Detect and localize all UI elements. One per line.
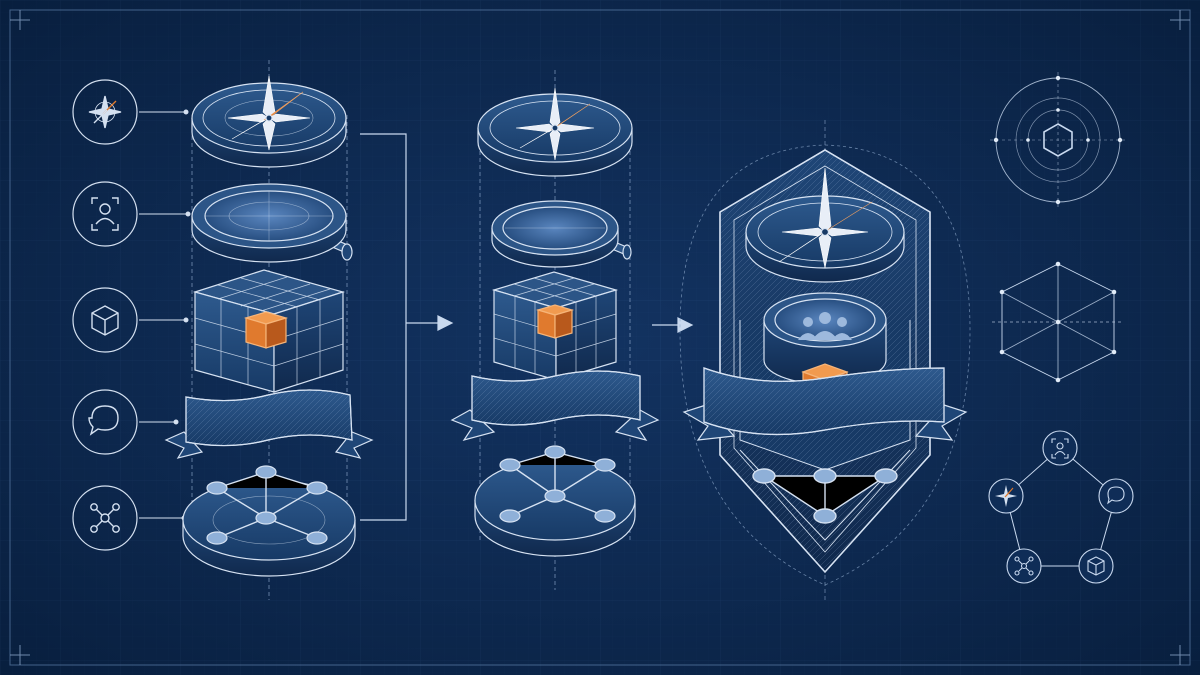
connector-2 (652, 317, 694, 333)
grid-cube-stacked (491, 271, 619, 381)
emblem-network (739, 449, 911, 541)
left-icon-column (72, 79, 191, 551)
speech-bubble-icon (72, 389, 138, 455)
hexagon-target (990, 72, 1126, 208)
people-group-icon (798, 312, 852, 340)
product-core-cube (243, 311, 289, 349)
node-network-platform (182, 465, 356, 577)
emblem-ribbon (682, 367, 968, 441)
ribbon-banner (164, 389, 374, 459)
product-core-cube-stacked (535, 304, 575, 339)
user-frame-icon (72, 181, 138, 247)
emblem-lens (763, 292, 887, 385)
magnifier-lens-stacked (491, 200, 632, 268)
bracket-connector-1 (360, 133, 454, 521)
arrow-right-icon (437, 315, 454, 331)
stage-assembled-emblem (679, 120, 971, 600)
compass-disc-stacked (477, 87, 633, 177)
ribbon-banner-stacked (450, 370, 660, 441)
cycle-speech-bubble-icon (1098, 478, 1134, 514)
network-nodes-icon (72, 485, 138, 551)
frame-border (9, 9, 1191, 666)
pentagon-icon-cycle (988, 430, 1134, 584)
cube-icon (72, 287, 138, 353)
cycle-user-frame-icon (1042, 430, 1078, 466)
stage-exploded-layers (164, 60, 374, 600)
cycle-network-nodes-icon (1006, 548, 1042, 584)
emblem-compass (745, 167, 905, 283)
stage-aligned-stack (450, 70, 660, 590)
node-network-platform-stacked (474, 445, 636, 557)
magnifier-lens (191, 183, 353, 263)
compass-disc (191, 75, 347, 168)
cycle-compass-icon (988, 478, 1024, 514)
arrow-right-icon (677, 317, 694, 333)
hexagonal-wireframe (992, 261, 1124, 383)
compass-icon (72, 79, 138, 145)
grid-cube (192, 269, 346, 393)
cycle-cube-icon (1078, 548, 1114, 584)
